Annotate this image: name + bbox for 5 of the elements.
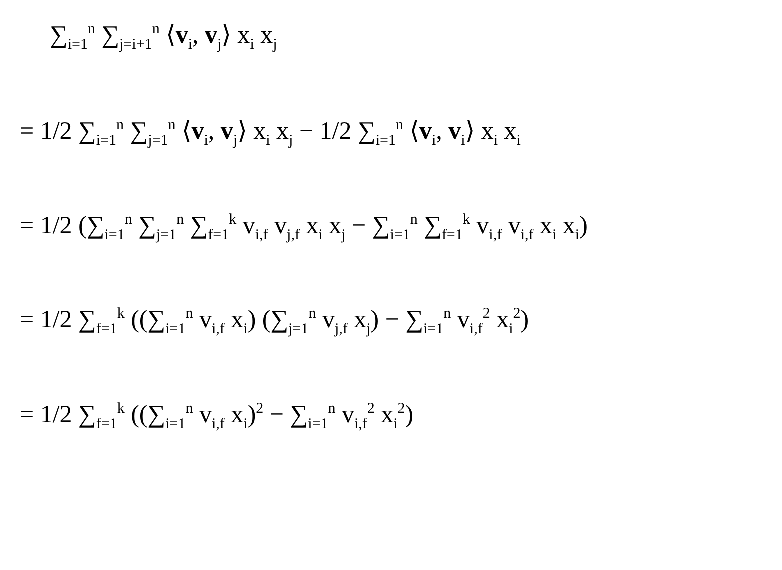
equation-line: = 1/2 (∑$_{i=1}$$^{n}$ ∑$_{j=1}$$^{n}$ ∑$_{f=1}$$^{k}$ v$_{i,f}$ v$_{j,f}$ x$_{i}$ x$_{j}$ − ∑$_{i=1}$$^{n}$ ∑$_{f=1}$$^{k}$ v$_{i,f}$ v$_{i,f}$ x$_{i}$ x$_{i}$) [20, 212, 588, 244]
equation-line: ∑$_{i=1}$$^{n}$ ∑$_{j=i+1}$$^{n}$ ⟨v$_{i}$, v$_{j}$⟩ x$_{i}$ x$_{j}$ [50, 20, 278, 54]
equation-line: = 1/2 ∑$_{f=1}$$^{k}$ ((∑$_{i=1}$$^{n}$ v$_{i,f}$ x$_{i}$) (∑$_{j=1}$$^{n}$ v$_{j,f}$ x$_{j}$) − ∑$_{i=1}$$^{n}$ v$_{i,f}$$^{2}$ x$_{i}$$^{2}$) [20, 306, 530, 339]
equation-line: = 1/2 ∑$_{f=1}$$^{k}$ ((∑$_{i=1}$$^{n}$ v$_{i,f}$ x$_{i}$)$^{2}$ − ∑$_{i=1}$$^{n}$ v$_{i,f}$$^{2}$ x$_{i}$$^{2}$) [20, 400, 414, 433]
equation-line: = 1/2 ∑$_{i=1}$$^{n}$ ∑$_{j=1}$$^{n}$ ⟨v$_{i}$, v$_{j}$⟩ x$_{i}$ x$_{j}$ − 1/2 ∑$_{i=1}$$^{n}$ ⟨v$_{i}$, v$_{i}$⟩ x$_{i}$ x$_{i}$ [20, 116, 521, 150]
